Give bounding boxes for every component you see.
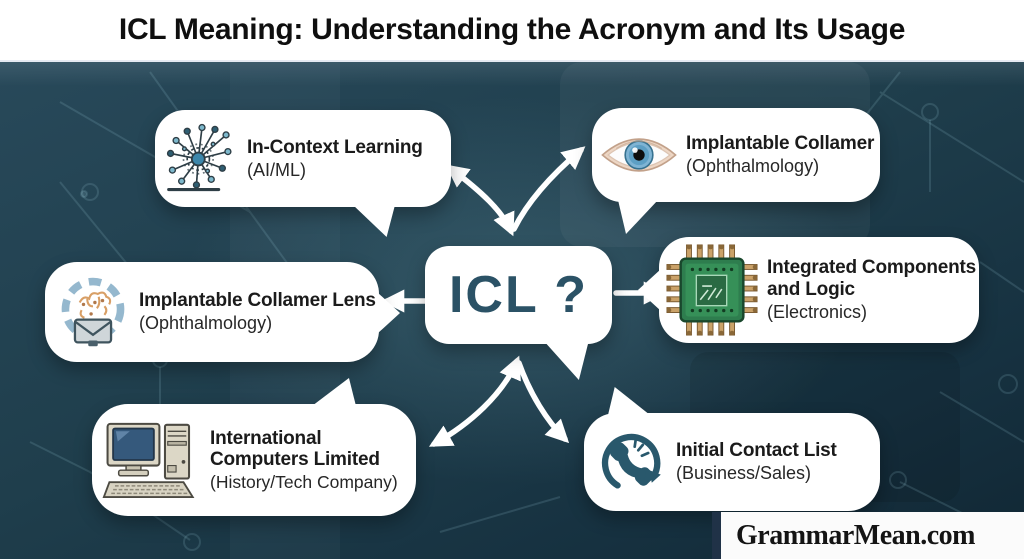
center-acronym: ICL ? [448,266,589,324]
title-bar: ICL Meaning: Understanding the Acronym a… [0,0,1024,62]
phone-contact-icon [596,426,668,498]
bubble-initial-contact-list: Initial Contact List (Business/Sales) [584,387,880,511]
bubble-context: (History/Tech Company) [210,472,398,493]
bubble-in-context-learning: In-Context Learning (AI/ML) [155,110,451,237]
neural-network-icon [165,122,239,196]
microchip-icon [665,243,759,337]
bubble-context: (Electronics) [767,301,868,322]
watermark-strip: GrammarMean.com [712,512,1024,559]
bubble-context: (Ophthalmology) [686,156,820,177]
bubble-term: Implantable Collamer Lens [139,290,376,312]
bubble-context: (Ophthalmology) [139,313,273,334]
bubble-term: International Computers Limited [210,427,380,470]
bubble-implantable-collamer-lens: Implantable Collamer Lens (Ophthalmology… [45,262,400,362]
retro-computer-icon [102,419,202,501]
bubble-term: Implantable Collamer [686,133,875,155]
watermark-text: GrammarMean.com [736,519,975,551]
bubble-term: In-Context Learning [247,136,423,158]
bubble-international-computers-limited: International Computers Limited (History… [92,378,416,516]
bubble-context: (Business/Sales) [676,463,812,484]
bubble-integrated-components-logic: Integrated Components and Logic (Electro… [638,237,979,343]
bubble-term: Integrated Components and Logic [767,257,977,300]
eye-icon [600,128,678,182]
watermark-notch [712,512,721,559]
brain-circuit-mail-icon [55,274,131,350]
page-title: ICL Meaning: Understanding the Acronym a… [118,13,906,46]
center-bubble: ICL ? [425,246,612,380]
bubble-term: Initial Contact List [676,440,837,462]
bubble-context: (AI/ML) [247,159,307,180]
bubble-implantable-collamer: Implantable Collamer (Ophthalmology) [592,108,880,234]
